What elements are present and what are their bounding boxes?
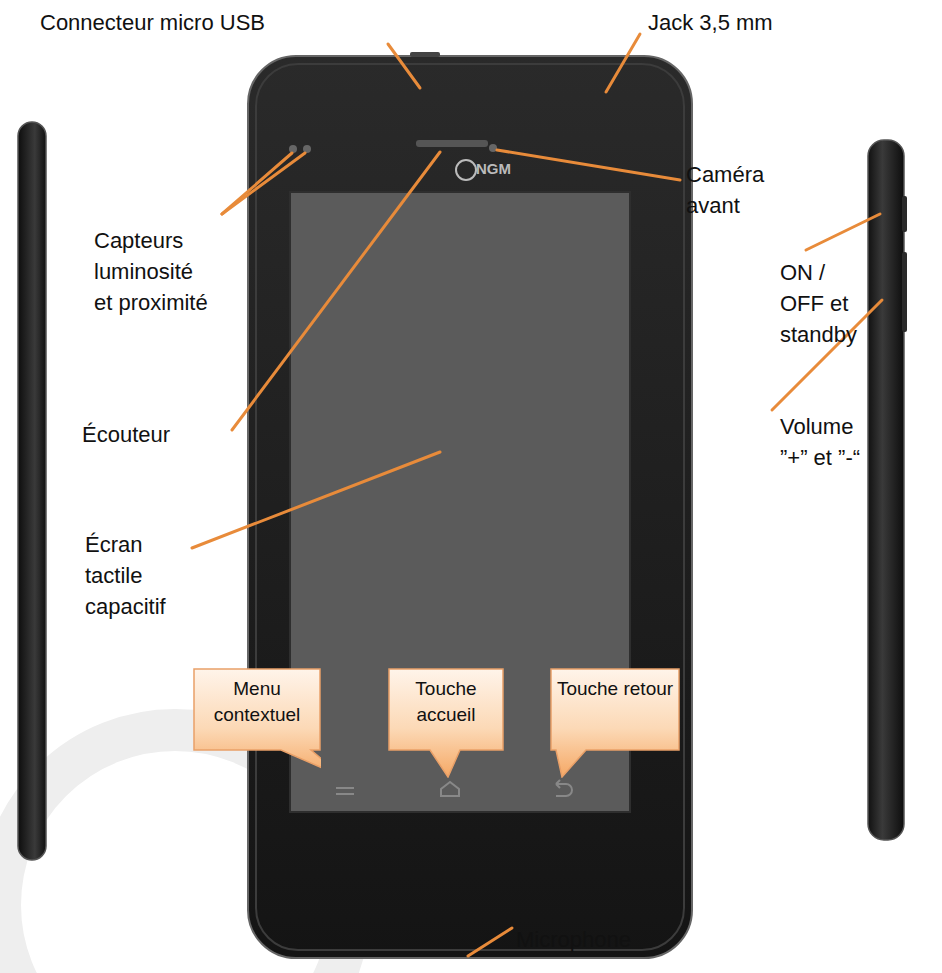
callout-bubble: Touche retour bbox=[550, 668, 680, 778]
callout-bubble: Menu contextuel bbox=[193, 668, 321, 778]
part-label: Microphone bbox=[516, 925, 716, 956]
part-label: Écouteur bbox=[82, 420, 282, 451]
callout-text: Menu contextuel bbox=[193, 668, 321, 727]
brand-logo: NGM bbox=[476, 160, 536, 178]
callout-text: Touche retour bbox=[550, 668, 680, 702]
part-label: Connecteur micro USB bbox=[40, 8, 400, 39]
part-label: Caméra avant bbox=[686, 160, 778, 222]
callout-text: Touche accueil bbox=[388, 668, 504, 727]
callout-bubble: Touche accueil bbox=[388, 668, 504, 778]
part-label: Capteurs luminosité et proximité bbox=[94, 226, 214, 318]
part-label: Volume ”+” et ”-“ bbox=[780, 412, 882, 474]
part-label: Jack 3,5 mm bbox=[648, 8, 848, 39]
part-label: ON / OFF et standby bbox=[780, 258, 874, 350]
part-label: Écran tactile capacitif bbox=[85, 530, 197, 622]
